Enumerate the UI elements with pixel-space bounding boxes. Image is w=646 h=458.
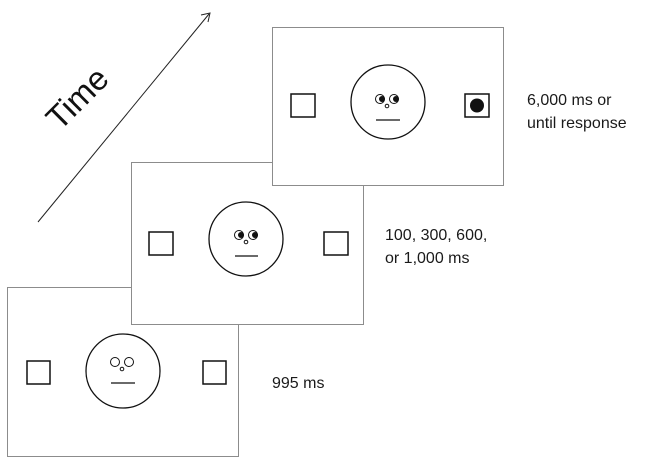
nose-icon (243, 239, 249, 245)
left-placeholder-box (26, 360, 51, 385)
target-frame (272, 27, 504, 186)
face-icon (208, 201, 284, 277)
face-icon (85, 333, 161, 409)
right-pupil-icon (393, 96, 399, 102)
left-pupil-icon (379, 96, 385, 102)
cue-display (148, 201, 349, 277)
right-placeholder-box (323, 231, 349, 256)
target-display (290, 64, 490, 140)
target-dot-icon (470, 98, 484, 113)
right-placeholder-box (202, 360, 227, 385)
duration-line: until response (527, 115, 627, 132)
right-eye-icon (124, 357, 134, 367)
left-eye-icon (110, 357, 120, 367)
target-box (464, 93, 490, 118)
duration-label-cue: 100, 300, 600, or 1,000 ms (385, 224, 487, 270)
right-pupil-icon (252, 232, 258, 238)
duration-line: 6,000 ms or (527, 92, 612, 109)
duration-line: 995 ms (272, 375, 325, 392)
duration-line: or 1,000 ms (385, 250, 470, 267)
left-placeholder-box (148, 231, 174, 256)
time-arrow (37, 12, 211, 223)
duration-label-target: 6,000 ms or until response (527, 89, 627, 135)
left-pupil-icon (238, 232, 244, 238)
duration-label-fixation: 995 ms (272, 372, 324, 395)
fixation-display (26, 333, 227, 409)
nose-icon (384, 103, 390, 109)
nose-icon (119, 366, 125, 372)
face-icon (350, 64, 426, 140)
duration-line: 100, 300, 600, (385, 227, 488, 244)
cue-frame (131, 162, 364, 325)
left-placeholder-box (290, 93, 316, 118)
